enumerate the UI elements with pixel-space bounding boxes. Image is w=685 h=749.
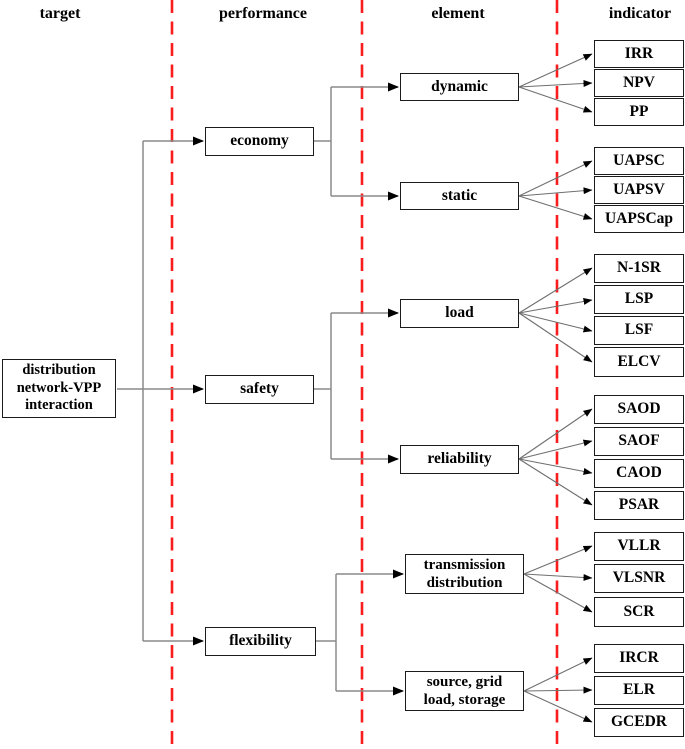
indicator-box-uapscap: UAPSCap [594,205,684,233]
indicator-box-lsf: LSF [594,316,684,345]
element-box-dynamic: dynamic [400,73,519,101]
indicator-box-uapsc: UAPSC [594,147,684,175]
indicator-box-vlsnr: VLSNR [594,564,684,593]
indicator-box-lsp: LSP [594,285,684,314]
column-divider-lines [170,0,559,749]
performance-box-economy: economy [205,127,314,156]
indicator-box-irr: IRR [594,40,684,68]
indicator-box-caod: CAOD [594,459,684,488]
indicator-box-saof: SAOF [594,427,684,456]
fan-lines [518,53,593,723]
performance-box-flexibility: flexibility [205,627,316,656]
column-header-performance: performance [219,5,307,22]
column-header-element: element [431,5,485,22]
element-box-static: static [400,182,519,210]
indicator-box-vllr: VLLR [594,532,684,561]
column-header-indicator: indicator [608,5,672,22]
element-box-reliability: reliability [400,445,519,474]
indicator-box-uapsv: UAPSV [594,176,684,204]
indicator-box-elcv: ELCV [594,347,684,377]
indicator-box-ircr: IRCR [594,644,684,673]
indicator-box-n-1sr: N-1SR [594,254,684,283]
indicator-box-scr: SCR [594,597,684,627]
indicator-box-psar: PSAR [594,491,684,520]
element-box-load: load [400,299,519,328]
indicator-box-saod: SAOD [594,395,684,424]
element-box-transmission-distribution: transmission distribution [405,554,524,594]
column-header-target: target [39,5,81,22]
performance-box-safety: safety [205,375,314,404]
indicator-box-elr: ELR [594,676,684,705]
connector-lines [117,82,404,696]
indicator-box-gcedr: GCEDR [594,708,684,737]
element-box-source-grid-load-storage: source, grid load, storage [405,671,524,711]
indicator-box-pp: PP [594,98,684,126]
root-box: distribution network-VPP interaction [2,359,116,418]
indicator-box-npv: NPV [594,69,684,97]
